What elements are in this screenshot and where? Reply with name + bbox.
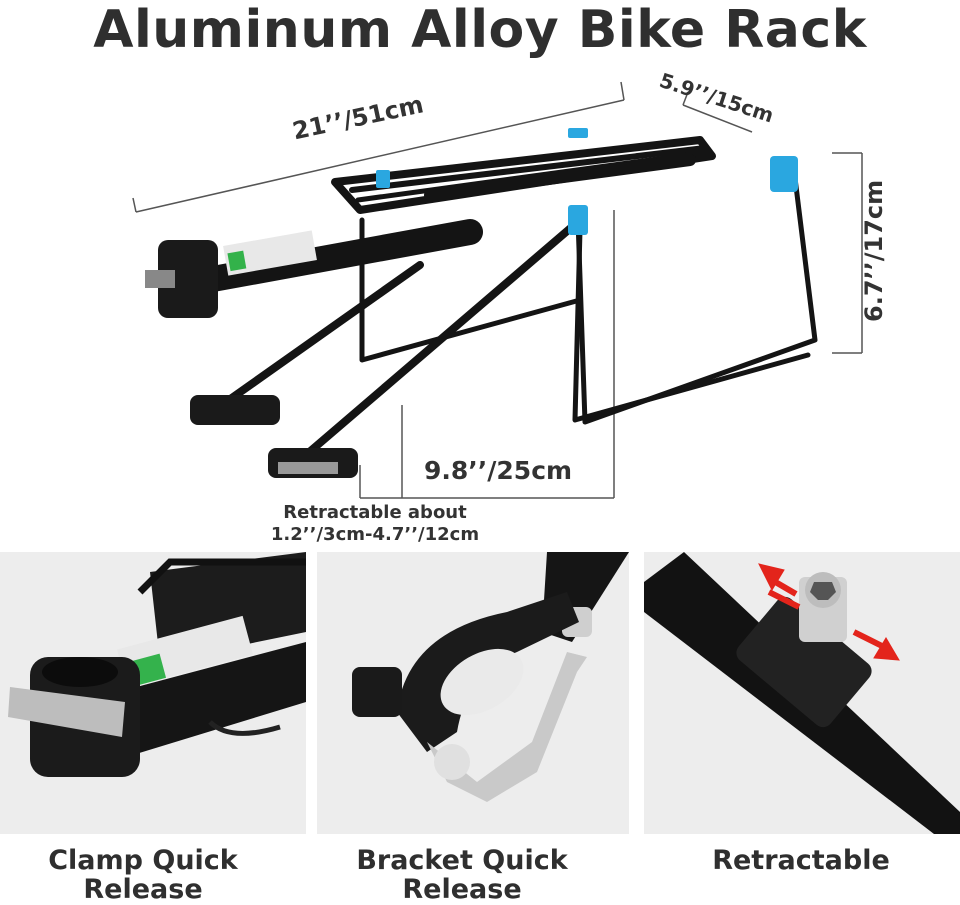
retract-note: Retractable about 1.2’’/3cm-4.7’’/12cm — [230, 502, 520, 546]
feature-panel-clamp — [0, 552, 306, 834]
caption-clamp-line2: Release — [83, 874, 203, 905]
height-label: 6.7’’/17cm — [860, 179, 888, 322]
height-dimension-line — [832, 152, 863, 354]
strut-clamps — [190, 395, 358, 478]
page-title: Aluminum Alloy Bike Rack — [93, 0, 867, 60]
red-arrow-left — [758, 563, 801, 610]
length-dimension-line — [132, 81, 625, 213]
side-bracket — [575, 177, 818, 425]
caption-bracket-quick-release: Bracket Quick Release — [302, 846, 622, 904]
retractable-illustration — [644, 552, 960, 834]
caption-clamp-quick-release: Clamp Quick Release — [0, 846, 303, 904]
feature-panel-bracket — [317, 552, 629, 834]
red-arrow-right — [852, 629, 900, 661]
strut-label: 9.8’’/25cm — [424, 456, 573, 485]
width-dimension-line — [682, 91, 753, 133]
caption-bracket-line2: Release — [402, 874, 522, 905]
rack-label-sticker — [223, 230, 317, 276]
seatpost-clamp — [158, 240, 218, 318]
caption-retractable-line1: Retractable — [712, 845, 890, 876]
caption-retractable: Retractable — [641, 846, 960, 875]
clamp-illustration — [8, 552, 306, 777]
blue-end-caps — [376, 128, 798, 235]
retract-note-line2: 1.2’’/3cm-4.7’’/12cm — [270, 524, 480, 545]
bracket-illustration — [352, 552, 629, 802]
feature-panel-retractable — [644, 552, 960, 834]
retract-note-line1: Retractable about — [283, 502, 467, 523]
strut-dimension-line — [359, 210, 615, 499]
caption-bracket-line1: Bracket Quick — [356, 845, 568, 876]
caption-clamp-line1: Clamp Quick — [48, 845, 238, 876]
bike-rack-diagram — [132, 81, 863, 499]
